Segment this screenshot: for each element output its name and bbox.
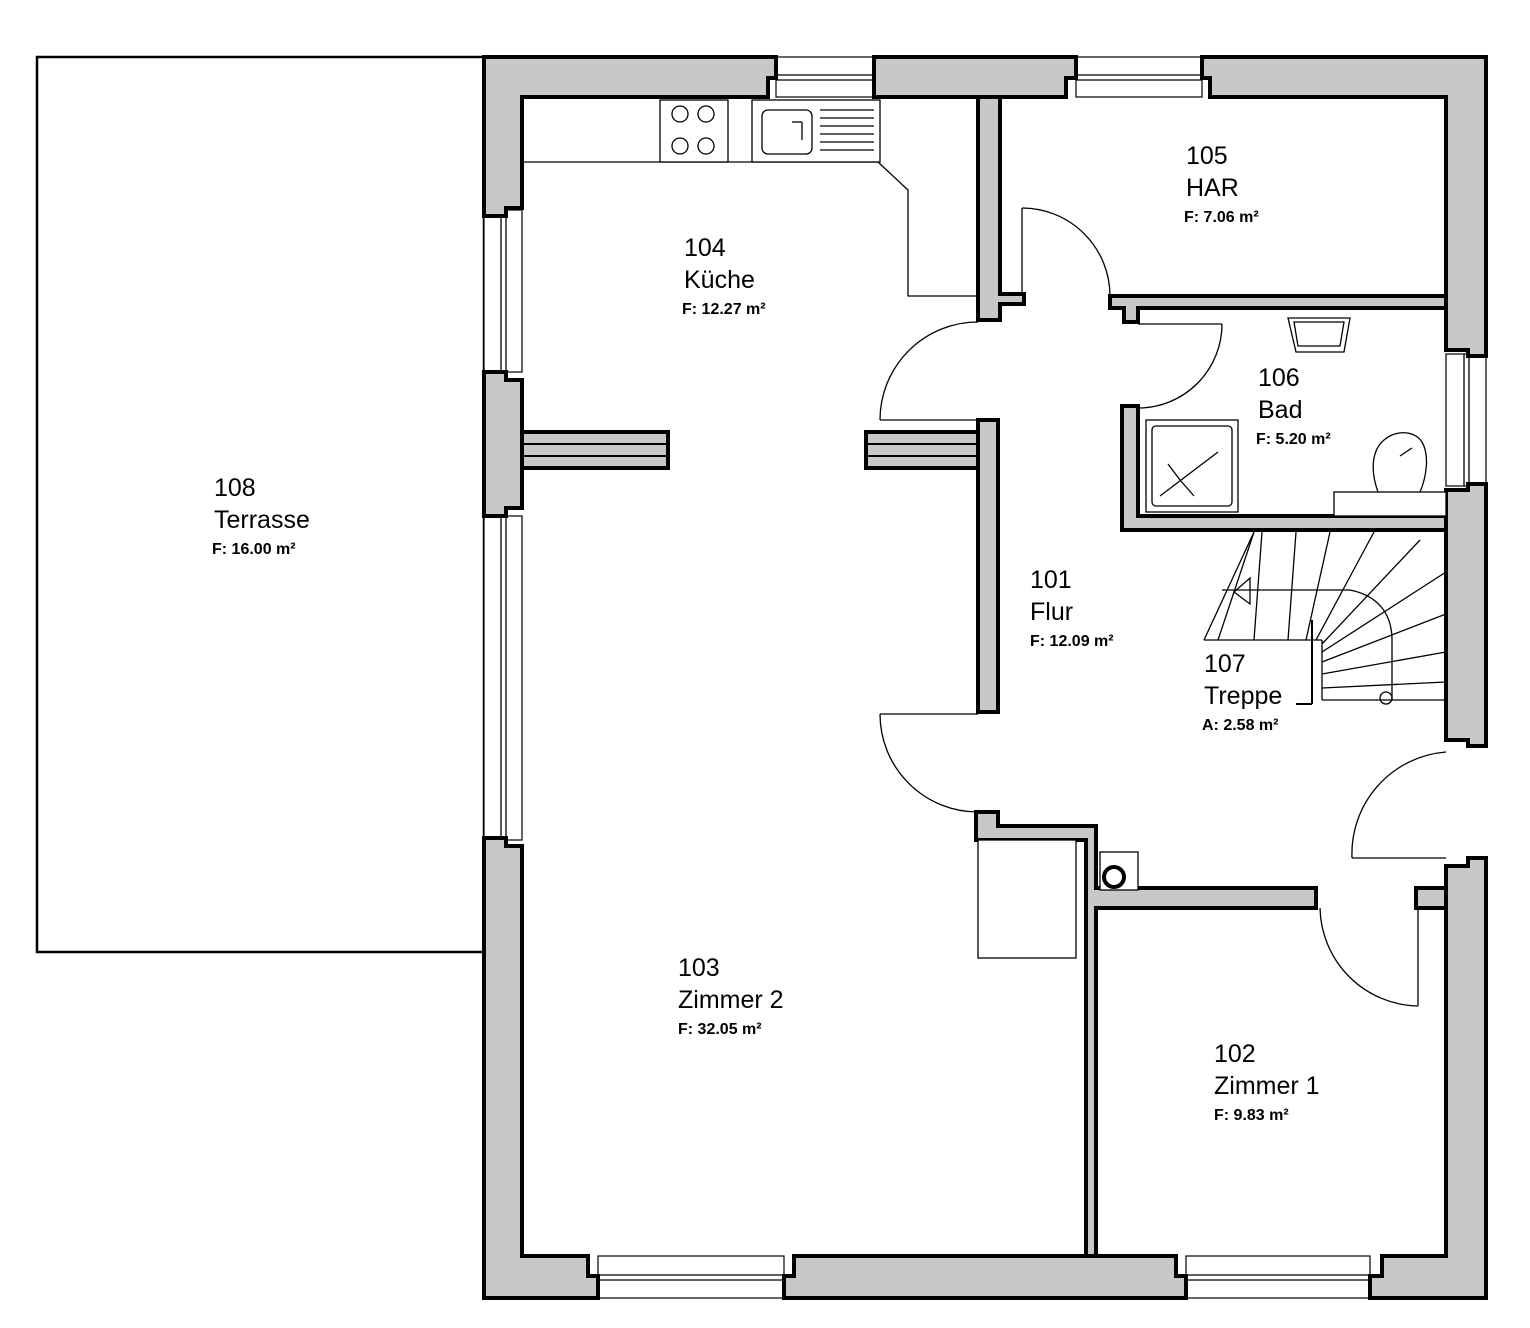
room-name: Bad (1258, 396, 1302, 424)
room-label-102: 102 Zimmer 1 F: 9.83 m² (1214, 1040, 1320, 1124)
chimney-circle (1102, 865, 1126, 889)
room-area: F: 12.09 m² (1030, 633, 1114, 650)
room-name: Flur (1030, 598, 1073, 626)
window-west-upper (483, 209, 523, 373)
room-label-106: 106 Bad F: 5.20 m² (1256, 364, 1331, 448)
room-number: 108 (214, 474, 256, 502)
bathroom-fixtures (1145, 317, 1447, 517)
room-name: Zimmer 2 (678, 986, 784, 1014)
shower (1145, 419, 1239, 513)
window-zimmer1 (1185, 1255, 1371, 1299)
room-area: A: 2.58 m² (1202, 717, 1278, 734)
room-area: F: 9.83 m² (1214, 1107, 1289, 1124)
room-area: F: 16.00 m² (212, 541, 296, 558)
washbasin (1287, 317, 1351, 353)
room-label-104: 104 Küche F: 12.27 m² (682, 234, 766, 318)
room-label-105: 105 HAR F: 7.06 m² (1184, 142, 1259, 226)
room-number: 106 (1258, 364, 1300, 392)
window-zimmer2 (597, 1255, 785, 1299)
interior-walls (974, 95, 1448, 1258)
room-area: F: 32.05 m² (678, 1021, 762, 1038)
exterior-walls (482, 55, 1488, 1300)
kitchen-fixtures (522, 99, 978, 297)
room-label-103: 103 Zimmer 2 F: 32.05 m² (678, 954, 784, 1038)
room-number: 107 (1204, 650, 1246, 678)
toilet (1372, 432, 1428, 493)
partition-stubs (520, 430, 980, 470)
room-number: 105 (1186, 142, 1228, 170)
room-name: HAR (1186, 174, 1239, 202)
window-har (1075, 56, 1203, 98)
sink (751, 99, 881, 163)
room-label-107: 107 Treppe A: 2.58 m² (1202, 650, 1282, 734)
window-kitchen (775, 56, 875, 98)
room-area: F: 5.20 m² (1256, 431, 1331, 448)
room-name: Treppe (1204, 682, 1282, 710)
shaft-box (977, 839, 1077, 959)
door-swings (879, 207, 1447, 1007)
room-number: 102 (1214, 1040, 1256, 1068)
room-label-101: 101 Flur F: 12.09 m² (1030, 566, 1114, 650)
window-west-lower (483, 515, 523, 841)
room-number: 101 (1030, 566, 1072, 594)
stove (659, 99, 729, 163)
room-name: Küche (684, 266, 755, 294)
room-number: 103 (678, 954, 720, 982)
window-bad (1445, 353, 1487, 487)
room-name: Zimmer 1 (1214, 1072, 1320, 1100)
room-label-108: 108 Terrasse F: 16.00 m² (212, 474, 310, 558)
room-name: Terrasse (214, 506, 310, 534)
room-number: 104 (684, 234, 726, 262)
room-area: F: 7.06 m² (1184, 209, 1259, 226)
staircase (1203, 531, 1447, 705)
terrace-outline (35, 55, 486, 954)
room-area: F: 12.27 m² (682, 301, 766, 318)
